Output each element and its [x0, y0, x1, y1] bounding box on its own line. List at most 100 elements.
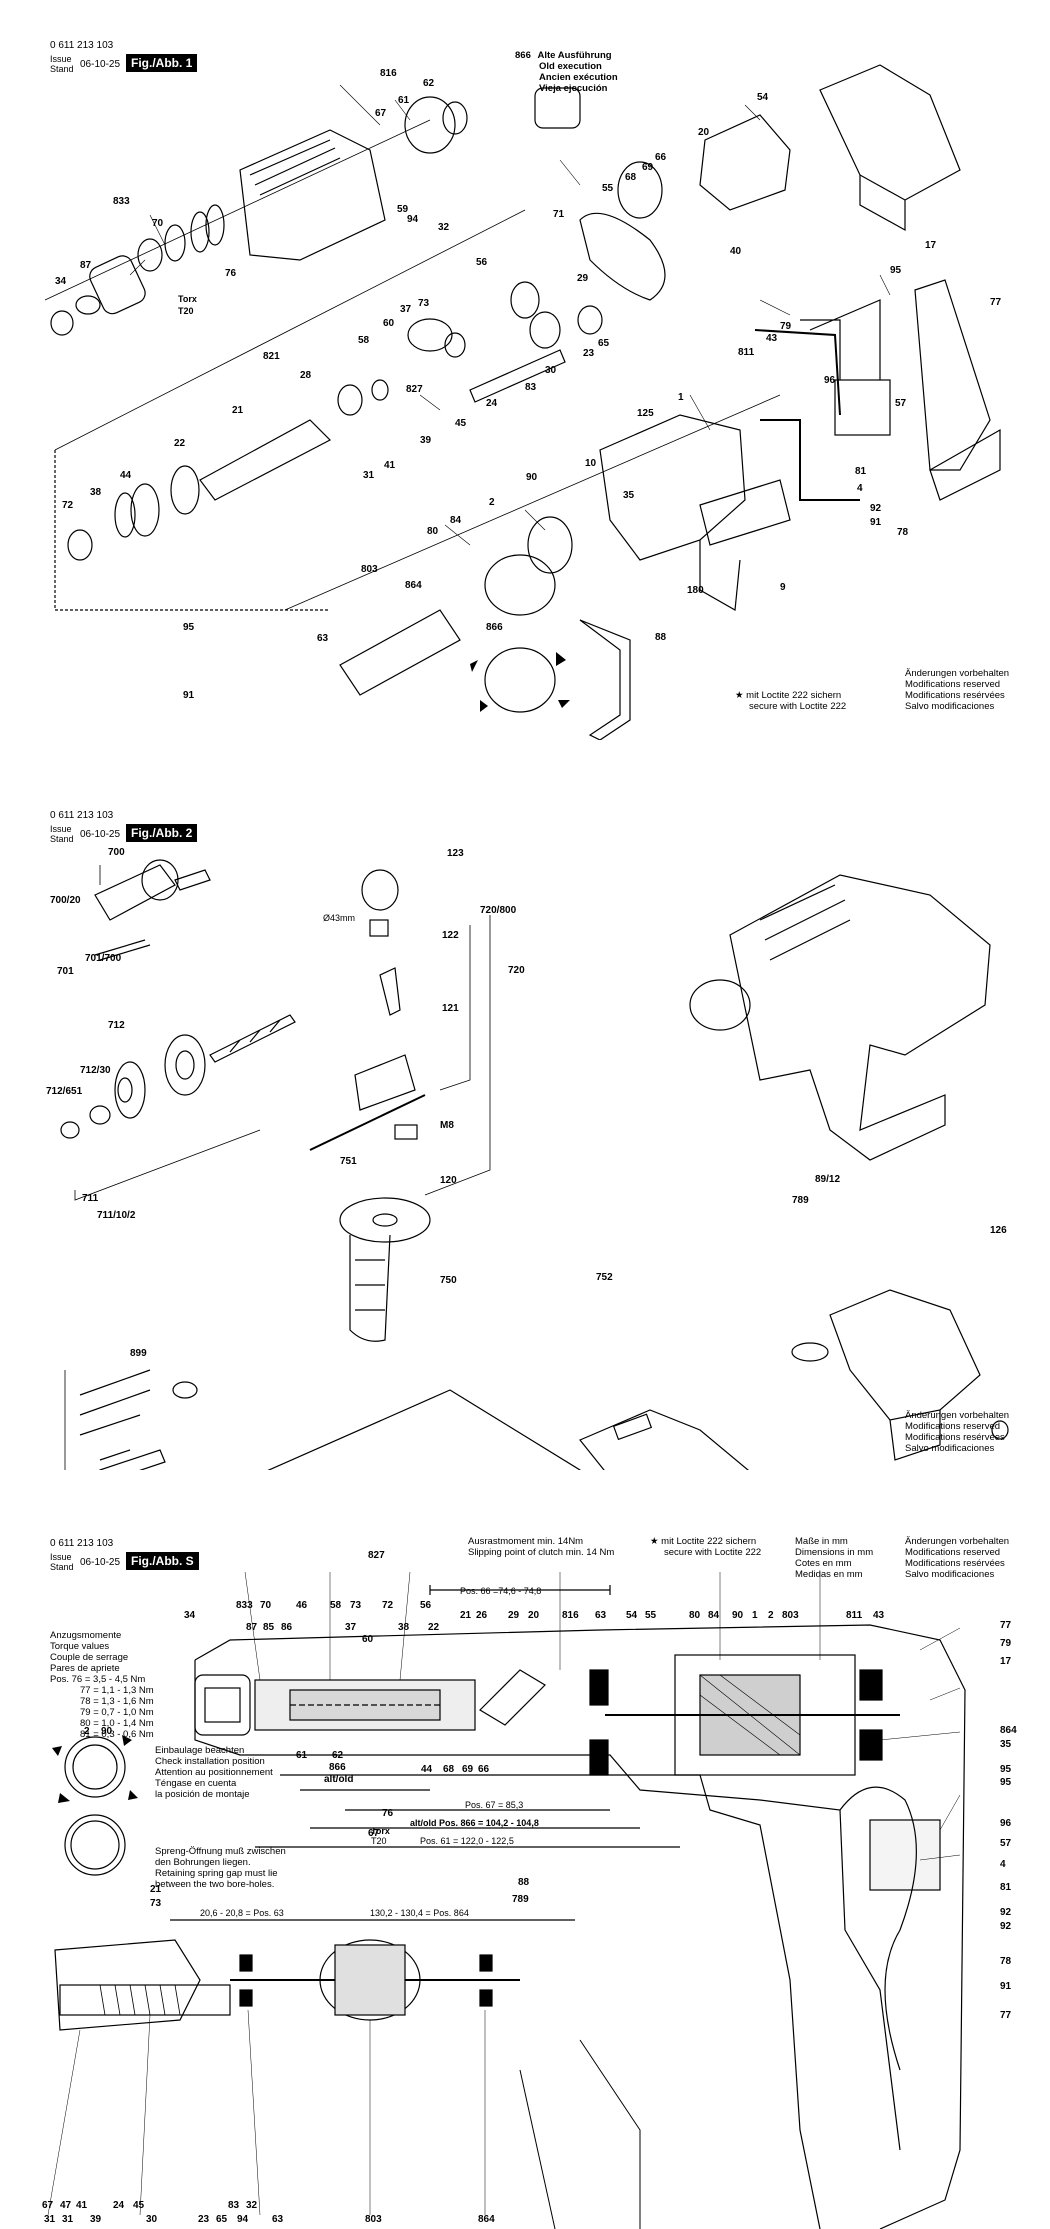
part-label: 76: [382, 1808, 394, 1819]
part-label: 67: [368, 1828, 380, 1839]
part-label: 92: [870, 503, 882, 514]
part-label: 79: [1000, 1638, 1012, 1649]
part-label: 87: [246, 1622, 258, 1633]
armature: [339, 609, 461, 696]
part-label: 180: [687, 585, 704, 596]
part-label: 62: [423, 78, 435, 89]
part-label: 73: [418, 298, 430, 309]
issue-date: 06-10-25: [80, 1557, 121, 1568]
chuck: [194, 1674, 251, 1736]
part-label: 120: [440, 1175, 457, 1186]
part-label: 83: [228, 2200, 240, 2211]
part-label: T20: [371, 1836, 387, 1846]
part-label: 32: [438, 222, 450, 233]
switch: [834, 379, 891, 436]
part-label: 90: [101, 1726, 113, 1737]
part-label: 57: [1000, 1838, 1012, 1849]
part-label: 38: [398, 1622, 410, 1633]
part-label: 712/651: [46, 1086, 83, 1097]
part-label: 811: [738, 347, 755, 358]
part-label: 43: [873, 1610, 885, 1621]
part-label: 17: [1000, 1656, 1012, 1667]
part-label: 34: [55, 276, 67, 287]
part-label: 2: [84, 1726, 90, 1737]
switch-block: [869, 1819, 941, 1891]
part-label: 31: [44, 2214, 56, 2225]
part-label: 89/12: [815, 1174, 841, 1185]
part-label: 70: [152, 218, 164, 229]
part-label: Torx: [371, 1826, 390, 1836]
part-label: 37: [400, 304, 412, 315]
torque-values: Anzugsmomente Torque values Couple de se…: [50, 1630, 154, 1740]
dim-pos63: 20,6 - 20,8 = Pos. 63: [200, 1908, 284, 1918]
part-label: 10: [585, 458, 597, 469]
part-label: 864: [478, 2214, 495, 2225]
part-label: 21: [150, 1884, 162, 1895]
part-label: 833: [113, 196, 130, 207]
accessories-view: [60, 859, 1009, 1470]
part-label: 61: [398, 95, 410, 106]
part-label: 864: [405, 580, 422, 591]
part-label: 58: [330, 1600, 342, 1611]
part-label: 88: [518, 1877, 530, 1888]
part-label: 866: [329, 1762, 346, 1773]
part-label: 60: [383, 318, 395, 329]
part-label: 31: [363, 470, 375, 481]
part-label: 63: [272, 2214, 284, 2225]
part-label: 90: [732, 1610, 744, 1621]
part-label: 73: [150, 1898, 162, 1909]
part-label: 833: [236, 1600, 253, 1611]
part-label: 866: [486, 622, 503, 633]
part-label: 30: [545, 365, 557, 376]
part-label: 92: [1000, 1921, 1012, 1932]
figure-title: Fig./Abb. 2: [126, 824, 198, 842]
part-label: 701/700: [85, 953, 122, 964]
charger: [579, 1409, 749, 1470]
part-label: 1: [752, 1610, 758, 1621]
part-label: 41: [384, 460, 396, 471]
part-label: 123: [447, 848, 464, 859]
part-label: 752: [596, 1272, 613, 1283]
part-label: 20: [528, 1610, 540, 1621]
part-label: 63: [317, 633, 329, 644]
part-label: 95: [1000, 1777, 1012, 1788]
dim-pos864: 130,2 - 130,4 = Pos. 864: [370, 1908, 469, 1918]
part-label: 60: [362, 1634, 374, 1645]
part-label: 66: [478, 1764, 490, 1775]
part-label: 85: [263, 1622, 275, 1633]
part-label: 45: [133, 2200, 145, 2211]
clutch-spring: [130, 483, 160, 537]
part-label: 827: [368, 1550, 385, 1561]
part-label: 23: [583, 348, 595, 359]
part-label: 66: [655, 152, 667, 163]
part-label: 21: [232, 405, 244, 416]
part-label: 864: [1000, 1725, 1017, 1736]
part-label: 86: [281, 1622, 293, 1633]
part-label: 81: [1000, 1882, 1012, 1893]
part-label: 70: [260, 1600, 272, 1611]
part-label: 26: [476, 1610, 488, 1621]
part-label: 34: [184, 1610, 196, 1621]
part-label: 2: [768, 1610, 774, 1621]
part-label: 4: [857, 483, 863, 494]
part-label: 88: [655, 632, 667, 643]
part-label: 29: [508, 1610, 520, 1621]
part-label: 39: [420, 435, 432, 446]
part-label: 803: [365, 2214, 382, 2225]
ring-spring: [64, 1814, 126, 1876]
figure-title: Fig./Abb. 1: [126, 54, 198, 72]
part-label: 94: [407, 214, 419, 225]
part-label: 700/20: [50, 895, 81, 906]
part-label: 28: [300, 370, 312, 381]
motor-flange: [699, 114, 791, 211]
part-label: 73: [350, 1600, 362, 1611]
part-label: 67: [375, 108, 387, 119]
part-label: 827: [406, 384, 423, 395]
dim-pos67: Pos. 67 = 85,3: [465, 1800, 524, 1810]
dim-pos61: Pos. 61 = 122,0 - 122,5: [420, 1836, 514, 1846]
